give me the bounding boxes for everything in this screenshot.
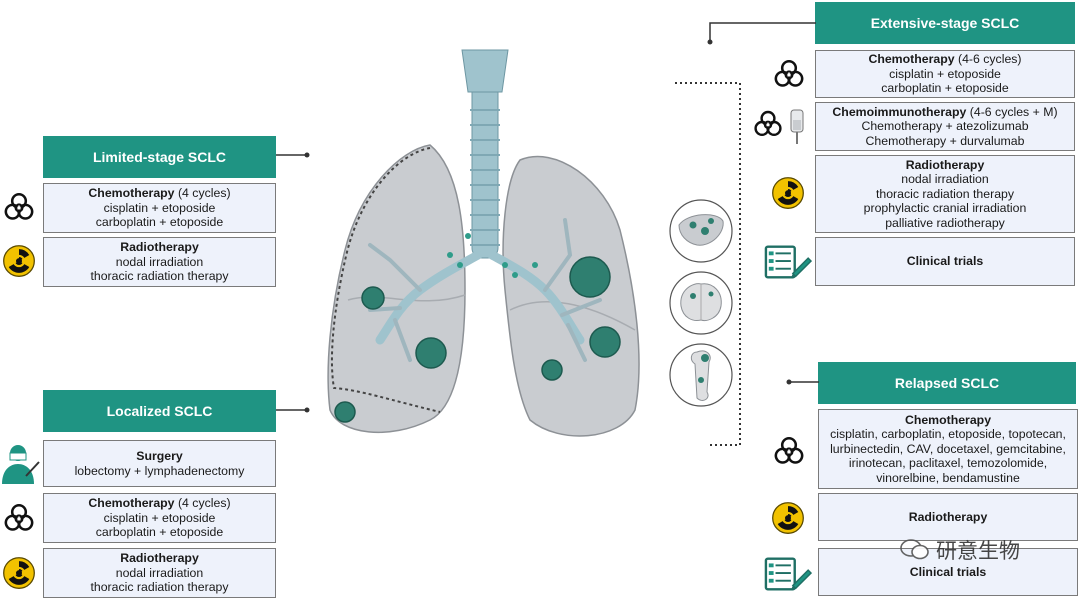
limited-connector [276,152,310,158]
biohazard-icon [2,501,36,535]
box-note: (4 cycles) [174,186,231,201]
relapsed-radio-box: Radiotherapy [818,493,1078,541]
extensive-chemoimmuno-box: Chemoimmunotherapy (4-6 cycles + M) Chem… [815,102,1075,151]
box-line: lobectomy + lymphadenectomy [74,463,245,478]
radiation-icon [771,501,805,535]
box-line: palliative radiotherapy [885,215,1005,230]
box-line: prophylactic cranial irradiation [863,201,1027,216]
box-title: Radiotherapy [908,509,988,524]
box-line: nodal irradiation [901,172,989,187]
box-title: Radiotherapy [905,157,985,172]
extensive-chemo-box: Chemotherapy (4-6 cycles) cisplatin + et… [815,50,1075,98]
extensive-connector [707,22,816,45]
biohazard-icon [2,190,36,224]
localized-connector [276,407,310,413]
box-line: Chemotherapy + durvalumab [865,133,1025,148]
relapsed-connector [786,379,819,385]
radiation-icon [2,244,36,278]
box-line: thoracic radiation therapy [90,269,229,284]
box-title: Radiotherapy [120,551,199,566]
box-line: cisplatin + etoposide [889,66,1001,81]
radiation-icon [2,556,36,590]
box-line: carboplatin + etoposide [95,525,224,540]
relapsed-chemo-box: Chemotherapy cisplatin, carboplatin, eto… [818,409,1078,489]
extensive-trials-box: Clinical trials [815,237,1075,286]
watermark-text: 研意生物 [936,540,1020,563]
brain-metastasis-icon [669,271,733,335]
surgeon-icon [2,445,40,484]
box-line: lurbinectedin, CAV, docetaxel, gemcitabi… [830,441,1066,456]
box-line: vinorelbine, bendamustine [876,470,1020,485]
chat-logo-icon [900,539,929,560]
box-title: Radiotherapy [120,240,199,255]
clipboard-icon [764,244,812,280]
box-title: Chemoimmunotherapy [832,104,967,119]
box-line: cisplatin + etoposide [103,510,216,525]
box-line: cisplatin, carboplatin, etoposide, topot… [830,427,1066,442]
liver-metastasis-icon [669,199,733,263]
localized-chemo-box: Chemotherapy (4 cycles) cisplatin + etop… [43,493,276,543]
limited-stage-header: Limited-stage SCLC [43,136,276,178]
bone-metastasis-icon [669,343,733,407]
box-title: Chemotherapy [904,412,992,427]
box-title: Clinical trials [909,564,987,579]
box-note: (4 cycles) [174,496,231,511]
relapsed-trials-box: Clinical trials [818,548,1078,596]
box-title: Surgery [136,448,183,463]
biohazard-icon [772,434,806,468]
box-line: thoracic radiation therapy [875,186,1015,201]
box-title: Chemotherapy [88,496,175,511]
localized-surgery-box: Surgery lobectomy + lymphadenectomy [43,440,276,487]
iv-bag-icon [790,109,804,144]
box-title: Clinical trials [906,254,984,269]
box-title: Chemotherapy [88,186,175,201]
localized-radio-box: Radiotherapy nodal irradiation thoracic … [43,548,276,598]
limited-chemo-box: Chemotherapy (4 cycles) cisplatin + etop… [43,183,276,233]
metastasis-bracket [675,82,741,446]
box-note: (4-6 cycles) [954,52,1022,67]
box-line: carboplatin + etoposide [881,81,1009,96]
box-line: irinotecan, paclitaxel, temozolomide, [848,456,1048,471]
box-line: Chemotherapy + atezolizumab [861,119,1029,134]
radiation-icon [771,176,805,210]
limited-radio-box: Radiotherapy nodal irradiation thoracic … [43,237,276,287]
box-line: carboplatin + etoposide [95,215,224,230]
clipboard-icon [764,556,812,592]
box-title: Chemotherapy [868,52,955,67]
lung-illustration [327,49,640,437]
box-line: thoracic radiation therapy [90,580,229,595]
box-note: (4-6 cycles + M) [966,104,1058,119]
biohazard-icon [752,108,784,140]
box-line: cisplatin + etoposide [103,200,216,215]
localized-header: Localized SCLC [43,390,276,432]
relapsed-header: Relapsed SCLC [818,362,1076,404]
box-line: nodal irradiation [115,254,204,269]
box-line: nodal irradiation [115,565,204,580]
extensive-radio-box: Radiotherapy nodal irradiation thoracic … [815,155,1075,233]
watermark: 研意生物 [900,535,1020,565]
biohazard-icon [772,57,806,91]
extensive-stage-header: Extensive-stage SCLC [815,2,1075,44]
